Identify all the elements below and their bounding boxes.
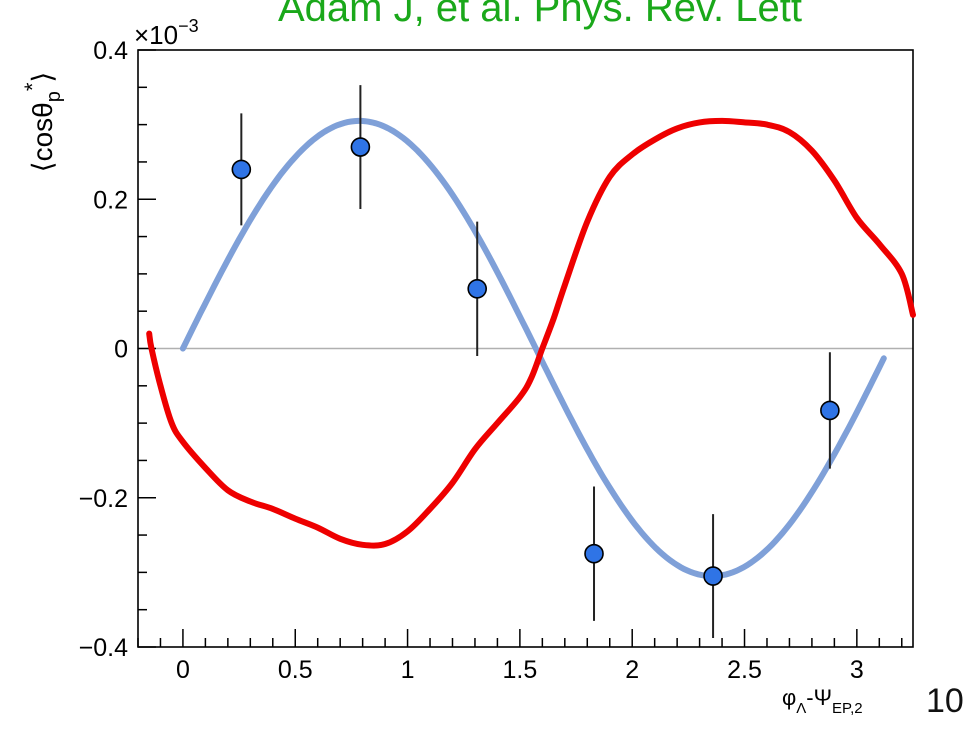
x-tick-label: 0 — [176, 656, 190, 684]
x-tick-label: 1 — [401, 656, 415, 684]
data-point — [703, 566, 723, 586]
y-tick-label: −0.4 — [79, 634, 128, 662]
x-tick-label: 3 — [850, 656, 864, 684]
fit-curve — [179, 117, 887, 580]
y-multiplier-label: ×10−3 — [134, 16, 199, 50]
y-tick-label: 0.2 — [93, 186, 128, 214]
x-tick-label: 0.5 — [278, 656, 313, 684]
data-point — [231, 159, 252, 180]
x-tick-label: 2 — [625, 656, 639, 684]
hand-drawn-curve — [146, 117, 916, 549]
y-tick-label: 0.4 — [93, 37, 128, 65]
y-tick-label: −0.2 — [79, 485, 128, 513]
data-point — [467, 278, 488, 299]
x-tick-label: 2.5 — [727, 656, 762, 684]
plot-area: 0 0.5 1 1.5 2 2.5 3 −0.4 −0.2 0 0.2 0.4 — [79, 37, 916, 684]
data-point — [350, 137, 371, 157]
y-tick-label: 0 — [114, 336, 128, 364]
citation-text: Adam J, et al. Phys. Rev. Lett — [278, 0, 802, 30]
x-tick-label: 1.5 — [503, 656, 538, 684]
data-point — [584, 543, 604, 564]
y-axis-label: ⟨cosθp*⟩ — [20, 72, 65, 173]
data-point — [820, 400, 840, 421]
x-axis-label: φΛ-ΨEP,2 — [782, 685, 863, 717]
page-number: 10 — [926, 682, 964, 720]
